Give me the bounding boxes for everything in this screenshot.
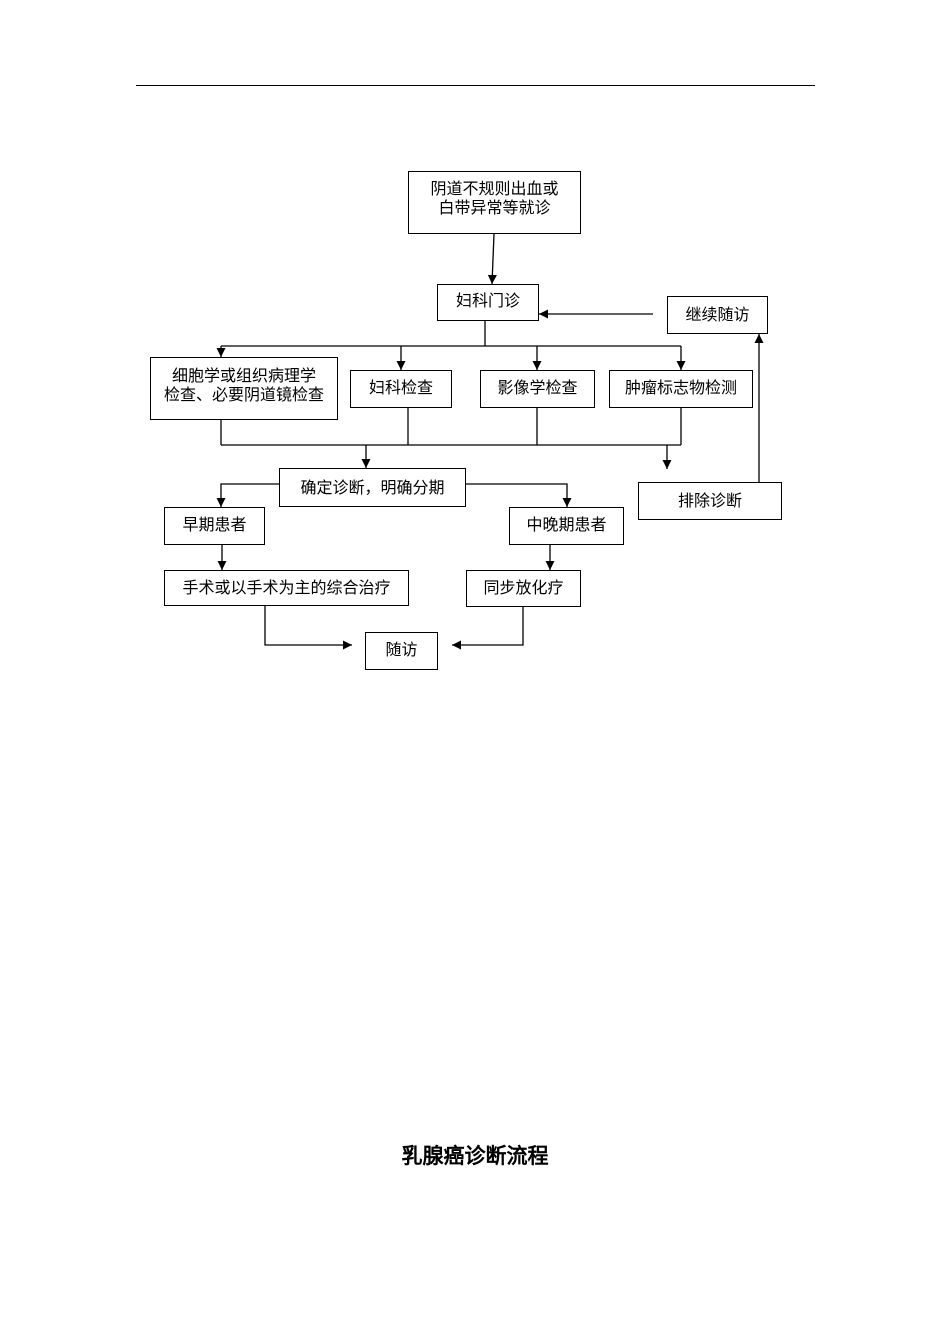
- node-mid-late-patients: 中晚期患者: [509, 507, 624, 545]
- node-followup-label: 随访: [385, 640, 418, 659]
- node-continue-followup-label: 继续随访: [685, 305, 750, 324]
- arrow-surgery-to-followup: [264, 606, 352, 650]
- node-gyn-clinic-label: 妇科门诊: [455, 291, 520, 310]
- node-diagnosis-staging: 确定诊断，明确分期: [279, 468, 466, 507]
- arrow-to-midlate: [466, 483, 572, 507]
- node-mid-late-patients-label: 中晚期患者: [526, 515, 607, 534]
- node-diagnosis-staging-label: 确定诊断，明确分期: [300, 478, 445, 497]
- node-surgery: 手术或以手术为主的综合治疗: [164, 570, 409, 606]
- node-surgery-label: 手术或以手术为主的综合治疗: [182, 578, 391, 597]
- arrow-start-to-clinic: [487, 233, 497, 285]
- node-continue-followup: 继续随访: [667, 296, 768, 334]
- node-chemoradiotherapy-label: 同步放化疗: [483, 578, 564, 597]
- node-imaging: 影像学检查: [480, 370, 595, 408]
- node-gyn-clinic: 妇科门诊: [437, 284, 539, 321]
- arrow-to-early: [216, 483, 279, 507]
- node-early-patients-label: 早期患者: [182, 515, 247, 534]
- node-exclude-diagnosis-label: 排除诊断: [677, 491, 742, 510]
- node-gyn-exam-label: 妇科检查: [368, 378, 433, 397]
- header-rule: [136, 85, 815, 86]
- node-tumor-markers-label: 肿瘤标志物检测: [624, 378, 737, 397]
- node-start-label: 阴道不规则出血或 白带异常等就诊: [430, 179, 559, 217]
- arrow-chemo-to-followup: [452, 606, 524, 650]
- node-imaging-label: 影像学检查: [497, 378, 578, 397]
- node-start: 阴道不规则出血或 白带异常等就诊: [408, 171, 581, 234]
- node-followup: 随访: [365, 632, 438, 670]
- page-title: 乳腺癌诊断流程: [401, 1144, 549, 1168]
- node-tumor-markers: 肿瘤标志物检测: [609, 370, 753, 408]
- node-cytology: 细胞学或组织病理学 检查、必要阴道镜检查: [150, 357, 338, 420]
- node-gyn-exam: 妇科检查: [350, 370, 452, 408]
- node-exclude-diagnosis: 排除诊断: [638, 482, 782, 520]
- node-early-patients: 早期患者: [164, 507, 265, 545]
- node-cytology-label: 细胞学或组织病理学 检查、必要阴道镜检查: [163, 366, 324, 404]
- node-chemoradiotherapy: 同步放化疗: [466, 570, 581, 607]
